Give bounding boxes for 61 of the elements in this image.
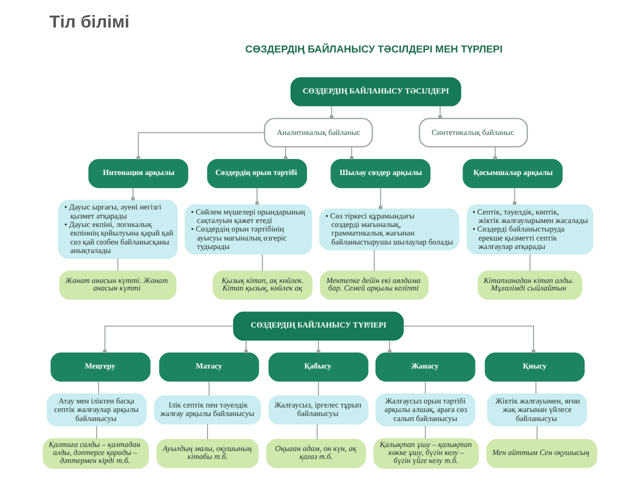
node-box: Синтетикалық байланыс (418, 118, 528, 148)
connector (136, 132, 264, 160)
node-box: Оқыған адам, он күн, ақ қағаз т.б. (266, 438, 366, 468)
connector (438, 106, 442, 119)
node-box: • Дауыс ырғағы, әуені негізгі қызмет атқарады • Дауыс екпіні, логикалық екпіннің қойылуына қарай қай сөз қай сөзбен байланысқаны анықталады (58, 200, 178, 259)
connector (96, 426, 98, 439)
node-box: Интонация арқылы (88, 158, 188, 188)
node-box: Ілік септік пен тәуелдік жалғау арқылы байланысуы (154, 395, 262, 424)
connector (330, 106, 334, 119)
connector (424, 381, 426, 394)
connector (244, 340, 248, 354)
node-box: Аналитикалық байланыс (264, 118, 373, 148)
node-box: Матасу (159, 352, 260, 382)
node-box: • Сөз тіркесі құрамындағы сөздерді мағыналық, грамматикалық жағынан байланыстырушы шылаулар болады (319, 208, 460, 250)
connector (316, 424, 318, 440)
connector (207, 424, 208, 440)
node-box: Жанасу (375, 352, 476, 382)
node-box: Қалтаға салды – қалтадан алды, дәптерге қарады – дәптермен кірді т.б. (42, 438, 149, 469)
node-box: Мектепке дейін екі аялдама бар. Семей арқылы келіпті (320, 270, 429, 300)
node-box: • Сөйлем мүшелері орындарының сақталуын қажет етеді • Сөздердің орын тәртібінің ауысуы мағыналық өзгеріс тудырады (184, 204, 312, 255)
connector (536, 426, 538, 440)
node-box: Атау мен іліктен басқа септік жалғаулар арқылы байланысуы (46, 393, 147, 426)
node-box: Кітапханадан кітап алды. Мұғалімді сыйлайтын (478, 270, 582, 300)
connector (131, 188, 135, 201)
node-box: Жалғаусыз орын тәртібі арқылы алшақ, араға сөз салып байланысуы (375, 393, 476, 426)
node-box: Қиысу (484, 352, 585, 382)
node-box: Меңгеру (50, 352, 150, 382)
connector (424, 426, 426, 439)
label: СӨЗДЕРДІҢ БАЙЛАНЫСУ ТӘСІЛДЕРІ МЕН ТҮРЛЕРІ (245, 44, 503, 56)
connector (262, 254, 263, 271)
node-box: СӨЗДЕРДІҢ БАЙЛАНЫСУ ТӘСІЛДЕРІ (290, 77, 462, 106)
diagram-title: Тіл білімі (49, 12, 130, 32)
connector (350, 146, 354, 160)
connector (374, 250, 375, 271)
node-box: Қабысу (268, 352, 368, 382)
node-box: Жалғаусыз, іргелес тұрып байланысуы (268, 395, 368, 424)
node-box: Жанат анасын күтті. Жанат анасын күтті (59, 270, 176, 300)
node-box: Жіктік жалғауымен, яғни жақ жағынан үйлесе байланысуы (487, 393, 588, 426)
connector (284, 146, 288, 160)
node-box: Сөздердің орын тәртібі (207, 158, 308, 188)
connector (316, 340, 320, 354)
connector (102, 326, 234, 354)
node-box: СӨЗДЕРДІҢ БАЙЛАНЫСУ ТҮРЛЕРІ (233, 312, 404, 341)
connector (493, 146, 498, 160)
connector (388, 340, 392, 354)
node-box: Ауылдың малы, оқушының кітабы т.б. (156, 438, 259, 468)
connector (255, 188, 259, 205)
node-box: Қалықтап ұшу – қалықтап көкке ұшу, бүгін келу – бүгін үйге келу т.б. (373, 438, 479, 469)
connector (378, 188, 382, 210)
node-box: Мен айттым Сен оқушысың (486, 438, 598, 468)
connector (318, 381, 319, 396)
connector (117, 258, 118, 272)
connector (535, 381, 536, 394)
node-box: Қосымшалар арқылы (462, 158, 563, 188)
node-box: • Септік, тәуелдік, көптік, жіктік жалғауларымен жасалады • Сөздерді байланыстыруда ерекше қызметті септік жалғаулар атқарады (466, 204, 594, 255)
connector (403, 326, 536, 354)
connector (208, 381, 210, 396)
connector (512, 188, 517, 205)
node-box: Қызық кітап, ақ көйлек. Кітап қызық, көйлек ақ (212, 270, 313, 300)
node-box: Шылау сөздер арқылы (330, 158, 430, 188)
connector (98, 381, 100, 394)
